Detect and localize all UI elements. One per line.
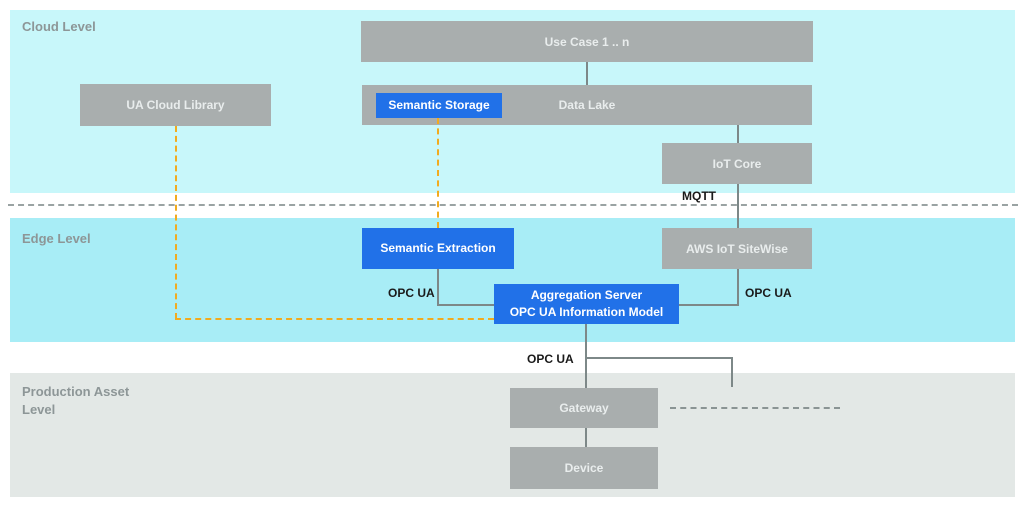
connector-gateway-device xyxy=(585,428,587,447)
connector-sitewise-down xyxy=(737,268,739,306)
node-device-label: Device xyxy=(564,461,604,475)
connector-datalake-iotcore xyxy=(737,125,739,143)
cloud-level-label: Cloud Level xyxy=(22,19,96,34)
node-ua-cloud-library-label: UA Cloud Library xyxy=(126,98,225,112)
node-aggregation-server-line1: Aggregation Server xyxy=(530,287,643,302)
label-opcua-sitewise: OPC UA xyxy=(745,286,792,300)
node-gateway-label: Gateway xyxy=(559,401,609,415)
node-data-lake-label: Data Lake xyxy=(558,98,616,112)
dashed-link-storage-extraction xyxy=(437,118,439,228)
dashed-link-ua-library-down xyxy=(175,126,177,319)
production-level-label: Production Asset Level xyxy=(22,384,130,417)
node-aggregation-server-line2: OPC UA Information Model xyxy=(509,305,664,319)
edge-level-label: Edge Level xyxy=(22,231,91,246)
node-gateway: Gateway xyxy=(510,388,658,428)
node-semantic-extraction-label: Semantic Extraction xyxy=(380,240,496,255)
connector-sitewise-aggregation xyxy=(679,304,739,306)
connector-iotcore-sitewise xyxy=(737,184,739,228)
node-semantic-storage-label: Semantic Storage xyxy=(388,97,490,112)
node-aws-iot-sitewise-label: AWS IoT SiteWise xyxy=(686,241,788,256)
node-semantic-storage: Semantic Storage xyxy=(376,93,502,118)
node-semantic-extraction: Semantic Extraction xyxy=(362,228,514,269)
connector-aggregation-gateway xyxy=(585,324,587,388)
label-opcua-gateway: OPC UA xyxy=(527,352,574,366)
node-aws-iot-sitewise: AWS IoT SiteWise xyxy=(662,228,812,269)
connector-extraction-down xyxy=(437,268,439,306)
connector-branch-horizontal xyxy=(585,357,733,359)
node-device: Device xyxy=(510,447,658,489)
dashed-more-gateways xyxy=(670,407,840,409)
node-ua-cloud-library: UA Cloud Library xyxy=(80,84,271,126)
label-opcua-extraction: OPC UA xyxy=(388,286,435,300)
connector-branch-down xyxy=(731,357,733,387)
connector-usecase-datalake xyxy=(586,62,588,85)
dashed-link-ua-library-aggregation xyxy=(175,318,494,320)
connector-extraction-aggregation xyxy=(437,304,494,306)
node-use-case-label: Use Case 1 .. n xyxy=(544,34,630,49)
node-use-case: Use Case 1 .. n xyxy=(361,21,813,62)
node-iot-core-label: IoT Core xyxy=(712,156,762,171)
node-iot-core: IoT Core xyxy=(662,143,812,184)
label-mqtt: MQTT xyxy=(682,189,716,203)
cloud-edge-divider xyxy=(8,204,1018,206)
node-aggregation-server: Aggregation Server OPC UA Information Mo… xyxy=(494,284,679,324)
